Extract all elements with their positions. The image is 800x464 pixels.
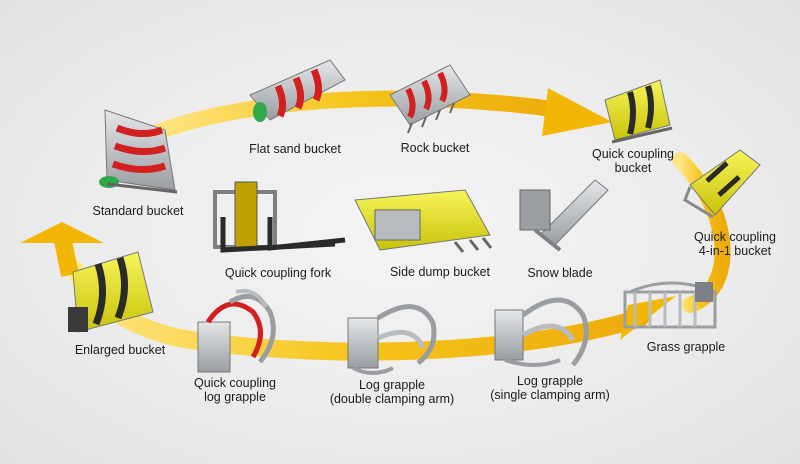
red-standard-bucket-icon [99, 109, 178, 194]
enlarged-bucket-label: Enlarged bucket [75, 343, 165, 357]
quick-coupling-4in1-bucket-label-line: 4-in-1 bucket [698, 244, 772, 258]
yellow-side-dump-bucket-icon [354, 189, 493, 253]
grass-grapple-label-line: Grass grapple [646, 340, 726, 354]
pallet-fork-icon [213, 181, 346, 253]
quick-coupling-bucket-label-line: bucket [614, 161, 652, 175]
log-grapple-single-label-line: Log grapple [516, 374, 584, 388]
snow-blade-icon [519, 179, 609, 252]
log-grapple-double-label-line: Log grapple [358, 378, 426, 392]
rock-bucket-label: Rock bucket [401, 141, 470, 155]
snow-blade-label: Snow blade [527, 266, 592, 280]
quick-coupling-log-grapple-label-line: log grapple [204, 390, 266, 404]
rock-bucket-label-line: Rock bucket [400, 141, 470, 155]
log-grapple-single-icon [494, 297, 589, 367]
grass-grapple-label: Grass grapple [647, 340, 726, 354]
side-dump-bucket-label: Side dump bucket [390, 265, 490, 279]
red-striped-rock-bucket-icon [389, 64, 471, 134]
yellow-4in1-bucket-icon [683, 149, 761, 219]
standard-bucket-label-line: Standard bucket [92, 204, 184, 218]
log-grapple-double-label: Log grapple(double clamping arm) [330, 378, 454, 406]
quick-coupling-4in1-bucket-label-line: Quick coupling [694, 230, 776, 244]
quick-coupling-fork-label: Quick coupling fork [225, 266, 331, 280]
log-grapple-single-label-line: (single clamping arm) [490, 388, 610, 402]
log-grapple-single-label: Log grapple(single clamping arm) [490, 374, 609, 402]
quick-coupling-fork-label-line: Quick coupling fork [224, 266, 332, 280]
red-log-grapple-icon [197, 289, 276, 373]
flat-sand-bucket-label-line: Flat sand bucket [249, 142, 341, 156]
red-striped-bucket-icon [249, 59, 346, 122]
log-grapple-double-label-line: (double clamping arm) [329, 392, 455, 406]
yellow-enlarged-bucket-icon [68, 251, 154, 333]
quick-coupling-log-grapple-label-line: Quick coupling [194, 376, 276, 390]
quick-coupling-bucket-label-line: Quick coupling [592, 147, 674, 161]
standard-bucket-label: Standard bucket [92, 204, 183, 218]
flat-sand-bucket-label: Flat sand bucket [249, 142, 341, 156]
snow-blade-label-line: Snow blade [527, 266, 593, 280]
yellow-striped-bucket-icon [604, 79, 673, 144]
side-dump-bucket-label-line: Side dump bucket [389, 265, 491, 279]
log-grapple-double-icon [347, 304, 437, 375]
enlarged-bucket-label-line: Enlarged bucket [74, 343, 166, 357]
grass-grapple-icon [623, 281, 717, 329]
